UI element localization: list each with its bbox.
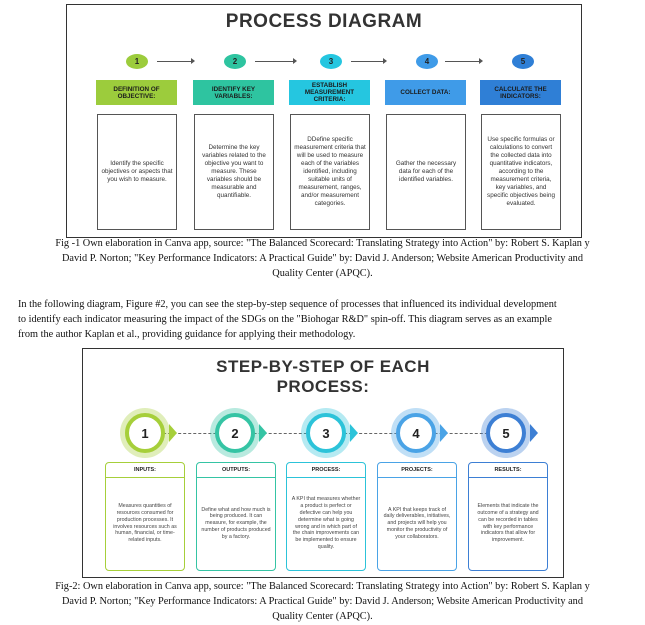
step-description: Define what and how much is being produc… [201, 506, 271, 540]
step-number-5: 5 [512, 54, 534, 69]
step-header: ESTABLISH MEASUREMENT CRITERIA: [289, 80, 370, 105]
step-description: A KPI that keeps track of daily delivera… [383, 506, 451, 540]
step-header: DEFINITION OF OBJECTIVE: [96, 80, 177, 105]
step-connector [445, 61, 481, 62]
figure2-title-line2: PROCESS: [276, 377, 370, 396]
figure1-title: PROCESS DIAGRAM [225, 11, 423, 32]
step-card: RESULTS: Elements that indicate the outc… [468, 462, 548, 571]
figure1-caption-line1: Fig -1 Own elaboration in Canva app, sou… [55, 238, 590, 249]
figure2-title-line1: STEP-BY-STEP OF EACH [216, 357, 430, 376]
step-number-4: 4 [416, 54, 438, 69]
step-description: DDefine specific measurement criteria th… [290, 114, 370, 230]
step-header: IDENTIFY KEY VARIABLES: [193, 80, 274, 105]
step-description: Measures quantities of resources consume… [113, 503, 177, 544]
arrow-right-icon [383, 58, 387, 64]
figure1-caption-line2: David P. Norton; "Key Performance Indica… [62, 253, 583, 264]
step-description: Determine the key variables related to t… [194, 114, 274, 230]
step-card: PROJECTS: A KPI that keeps track of dail… [377, 462, 457, 571]
step-connector [157, 61, 193, 62]
figure2-caption-line3: Quality Center (APQC). [272, 611, 373, 622]
step-description: Use specific formulas or calculations to… [481, 114, 561, 230]
step-number-1: 1 [125, 413, 165, 453]
figure1-caption-line3: Quality Center (APQC). [272, 268, 373, 279]
arrow-right-icon [440, 424, 448, 442]
step-number-5: 5 [486, 413, 526, 453]
arrow-right-icon [350, 424, 358, 442]
step-card: OUTPUTS: Define what and how much is bei… [196, 462, 276, 571]
step-connector [255, 61, 295, 62]
step-number-4: 4 [396, 413, 436, 453]
step-description: Identify the specific objectives or aspe… [97, 114, 177, 230]
body-paragraph-line3: from the author Kaplan et al., providing… [18, 329, 356, 340]
step-header: PROJECTS: [378, 463, 456, 478]
step-header: PROCESS: [287, 463, 365, 478]
body-paragraph-line1: In the following diagram, Figure #2, you… [18, 299, 557, 310]
step-description: Elements that indicate the outcome of a … [477, 503, 539, 544]
step-header: CALCULATE THE INDICATORS: [480, 80, 561, 105]
step-description: A KPI that measures whether a product is… [291, 496, 361, 550]
arrow-right-icon [169, 424, 177, 442]
figure2-caption-line1: Fig-2: Own elaboration in Canva app, sou… [55, 581, 590, 592]
figure2-caption-line2: David P. Norton; "Key Performance Indica… [62, 596, 583, 607]
step-header: OUTPUTS: [197, 463, 275, 478]
arrow-right-icon [530, 424, 538, 442]
step-description: Gather the necessary data for each of th… [386, 114, 466, 230]
step-number-1: 1 [126, 54, 148, 69]
body-paragraph-line2: to identify each indicator measuring the… [18, 314, 552, 325]
arrow-right-icon [191, 58, 195, 64]
step-card: PROCESS: A KPI that measures whether a p… [286, 462, 366, 571]
step-number-2: 2 [224, 54, 246, 69]
step-number-3: 3 [306, 413, 346, 453]
step-header: COLLECT DATA: [385, 80, 466, 105]
step-by-step-figure: STEP-BY-STEP OF EACH PROCESS: 1 2 3 4 5 … [82, 348, 564, 578]
process-diagram-figure: PROCESS DIAGRAM 1 DEFINITION OF OBJECTIV… [66, 4, 582, 238]
arrow-right-icon [479, 58, 483, 64]
step-connector [351, 61, 385, 62]
figure2-title: STEP-BY-STEP OF EACH PROCESS: [83, 357, 563, 397]
arrow-right-icon [293, 58, 297, 64]
step-card: INPUTS: Measures quantities of resources… [105, 462, 185, 571]
step-header: RESULTS: [469, 463, 547, 478]
step-header: INPUTS: [106, 463, 184, 478]
step-number-2: 2 [215, 413, 255, 453]
arrow-right-icon [259, 424, 267, 442]
step-number-3: 3 [320, 54, 342, 69]
